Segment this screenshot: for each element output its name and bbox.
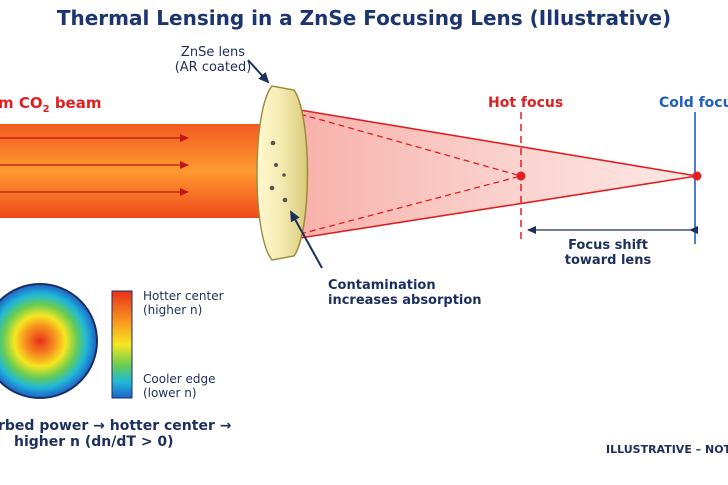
diagram-title: Thermal Lensing in a ZnSe Focusing Lens … — [56, 6, 672, 30]
lens-pointer-arrow — [247, 59, 270, 84]
hot-focus-point — [516, 171, 526, 181]
contamination-dot — [269, 185, 275, 191]
contamination-dot — [270, 140, 276, 146]
focus-shift-line-1: Focus shift — [568, 238, 648, 253]
beam-label: m CO2 beam — [0, 94, 101, 115]
lens-label-line-1: ZnSe lens — [180, 45, 246, 60]
focus-cone — [299, 109, 698, 239]
colorbar-top-line-1: Hotter center — [143, 289, 224, 303]
beam-label-subscript: 2 — [42, 104, 50, 115]
cold-ray-bottom — [299, 175, 698, 239]
cold-ray-top — [299, 109, 698, 177]
contamination-dot — [274, 163, 278, 167]
contamination-dot — [282, 197, 288, 203]
contamination-dot — [282, 173, 286, 177]
hot-ray-top — [299, 113, 522, 177]
contamination-pointer-arrow — [290, 210, 323, 269]
hot-focus-label: Hot focus — [488, 95, 564, 111]
beam-label-tail: beam — [49, 94, 102, 112]
caption: rbed power → hotter center → higher n (d… — [0, 418, 231, 450]
caption-line-1: rbed power → hotter center → — [0, 418, 232, 434]
cold-focus-label: Cold focus — [659, 95, 728, 111]
focus-shift-line-2: toward lens — [564, 253, 652, 268]
hot-ray-bottom — [299, 175, 522, 235]
temperature-disk — [0, 283, 98, 399]
illustrative-watermark: ILLUSTRATIVE – NOT T — [606, 443, 728, 456]
contamination-line-1: Contamination — [328, 278, 436, 293]
caption-line-2: higher n (dn/dT > 0) — [14, 434, 174, 450]
co2-beam — [0, 124, 272, 218]
colorbar-bottom-line-1: Cooler edge — [143, 372, 216, 386]
znse-lens — [256, 85, 309, 261]
lens-label: ZnSe lens (AR coated) — [168, 45, 258, 75]
colorbar-top-line-2: (higher n) — [143, 303, 203, 317]
temperature-colorbar — [111, 290, 133, 399]
contamination-line-2: increases absorption — [328, 293, 482, 308]
colorbar-bottom-line-2: (lower n) — [143, 386, 197, 400]
beam-label-main: m CO — [0, 94, 43, 112]
lens-label-line-2: (AR coated) — [174, 60, 252, 75]
colorbar-bottom-label: Cooler edge (lower n) — [143, 372, 216, 400]
cold-focus-point — [692, 171, 702, 181]
colorbar-top-label: Hotter center (higher n) — [143, 289, 224, 317]
contamination-label: Contamination increases absorption — [328, 278, 482, 308]
focus-shift-label: Focus shift toward lens — [548, 238, 668, 268]
